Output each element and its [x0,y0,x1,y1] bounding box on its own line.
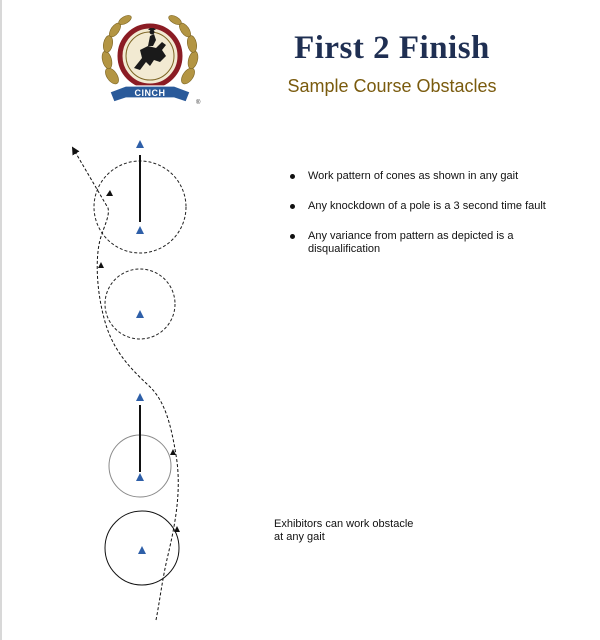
logo-brand-text: CINCH [135,88,166,98]
cone-icon [136,310,144,318]
rule-item: Work pattern of cones as shown in any ga… [288,170,568,183]
cone-icon [136,473,144,481]
bucking-horse-icon [134,28,166,70]
rule-item: Any knockdown of a pole is a 3 second ti… [288,200,568,213]
direction-arrow-icon [170,449,176,455]
gait-note: Exhibitors can work obstacle at any gait [274,518,414,543]
cinch-logo: CINCH ® [101,15,201,106]
cone-icon [136,393,144,401]
course-diagram [71,140,187,621]
direction-arrow-icon [174,526,180,532]
cone-icon [136,140,144,148]
cone-icon [136,226,144,234]
direction-arrow-icon [98,262,104,268]
pattern-circle [104,268,176,340]
rule-item: Any variance from pattern as depicted is… [288,230,568,256]
laurel-wreath-icon [101,15,199,85]
page-title: First 2 Finish [294,30,490,66]
route-path [71,146,179,621]
page-edge [0,0,2,640]
cone-icon [138,546,146,554]
rules-list: Work pattern of cones as shown in any ga… [288,170,568,273]
page-subtitle: Sample Course Obstacles [287,76,497,96]
direction-arrow-icon [106,190,113,196]
pattern-circle [104,510,180,586]
registered-mark: ® [196,99,201,106]
logo-banner [109,85,191,103]
